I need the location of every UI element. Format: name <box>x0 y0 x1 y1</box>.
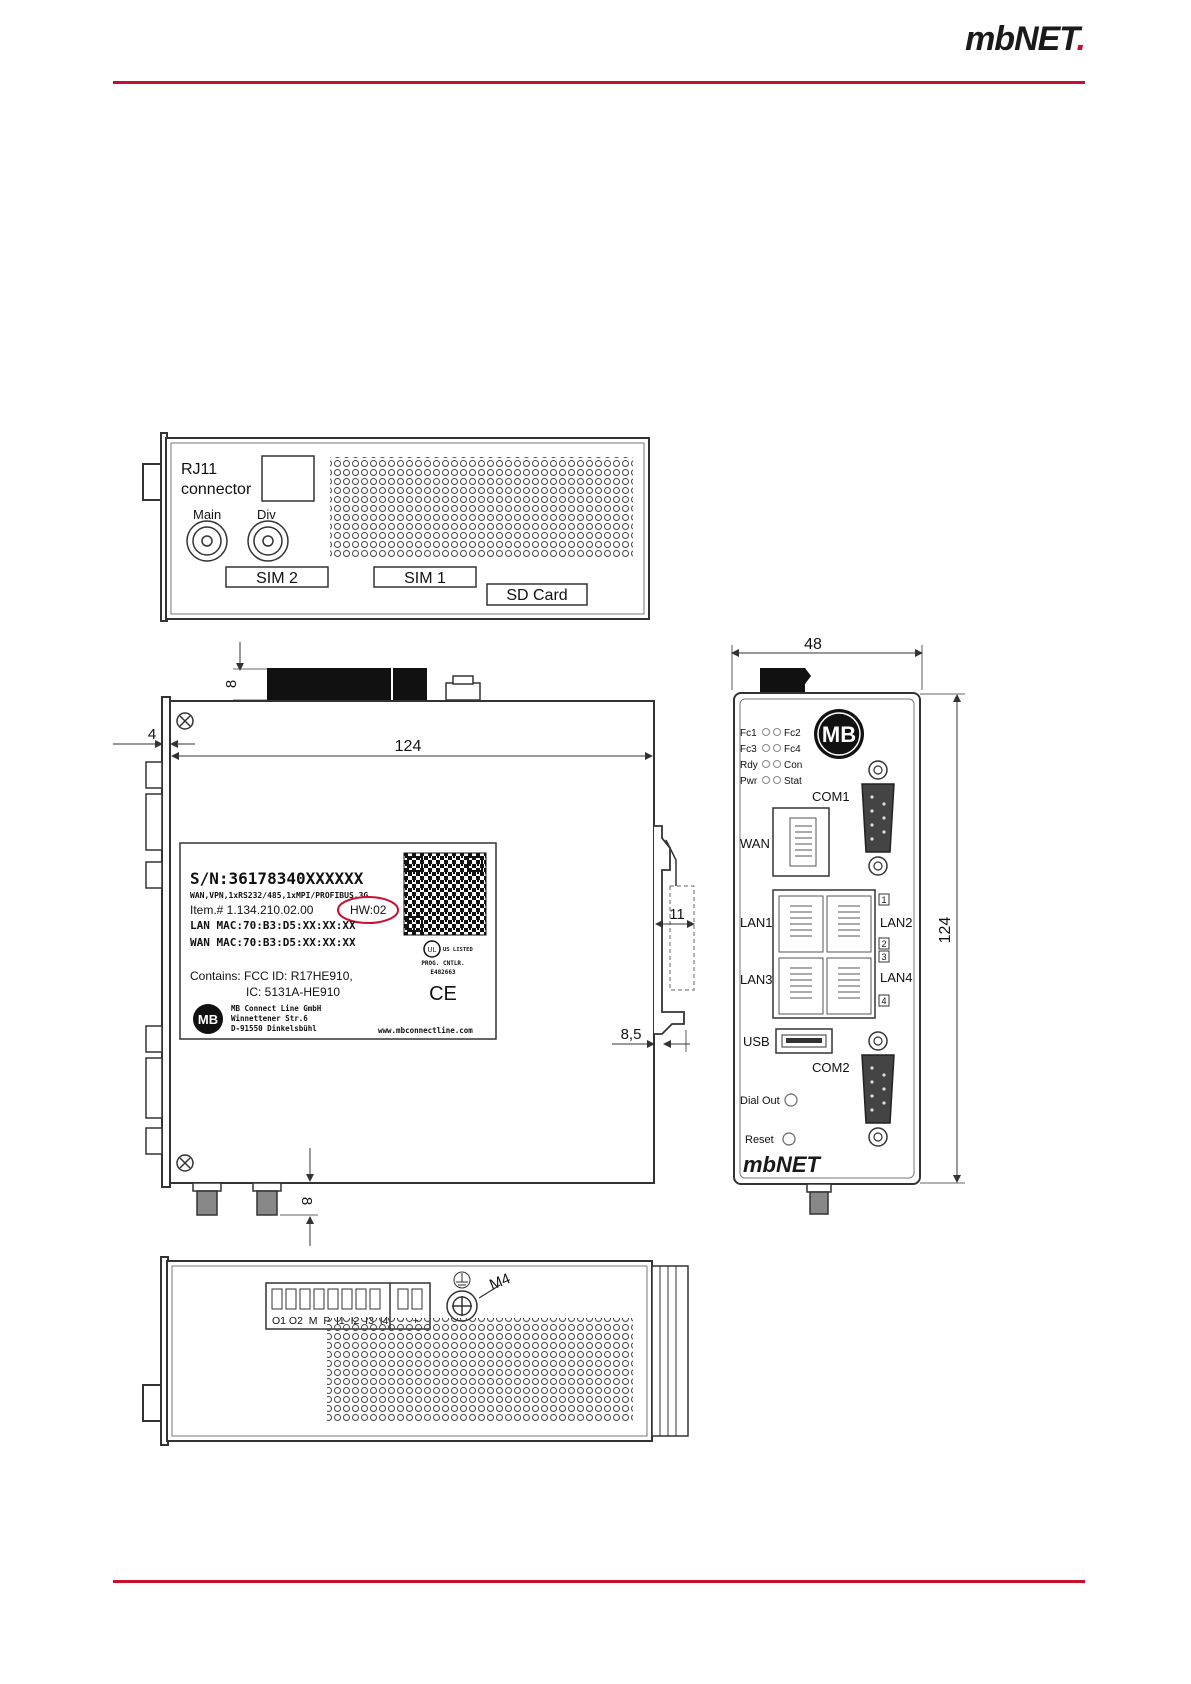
svg-text:UL: UL <box>428 947 437 954</box>
ul-number: E482663 <box>430 969 456 976</box>
dim-8-5: 8,5 <box>621 1026 642 1043</box>
reset-button <box>782 1132 796 1146</box>
sim1-slot <box>373 566 477 588</box>
usb-label: USB <box>743 1034 770 1049</box>
sim2-label: SIM 2 <box>256 570 298 587</box>
wan-label: WAN <box>740 836 770 851</box>
screw-icon <box>176 712 194 730</box>
company-name: MB Connect Line GmbH <box>231 1004 322 1013</box>
wan-mac: WAN MAC:70:B3:D5:XX:XX:XX <box>190 936 356 949</box>
qr-code <box>403 852 487 936</box>
antenna-main-connector <box>186 520 228 562</box>
m4-label: M4 <box>487 1270 513 1294</box>
antenna-connector-bottom <box>192 1182 222 1216</box>
port-number-3: 3 <box>881 952 886 962</box>
status-leds: Fc1 Fc2 Fc3 Fc4 Rdy Con Pwr Stat <box>740 728 802 787</box>
sd-card-label: SD Card <box>506 587 567 604</box>
company-street: Winnettener Str.6 <box>231 1014 308 1023</box>
ic-id: IC: 5131A-HE910 <box>246 985 340 999</box>
item-number: Item.# 1.134.210.02.00 <box>190 903 314 917</box>
top-view: RJ11 connector Main Div SIM 2 SIM 1 SD C… <box>142 432 650 622</box>
port-number-4: 4 <box>881 996 886 1006</box>
svg-text:MB: MB <box>198 1012 218 1027</box>
svg-text:Fc3: Fc3 <box>740 744 757 755</box>
com2-port <box>861 1031 895 1147</box>
screw-icon <box>176 1154 194 1172</box>
svg-text:Pwr: Pwr <box>740 776 758 787</box>
vent-holes <box>330 457 633 559</box>
fcc-id: Contains: FCC ID: R17HE910, <box>190 969 353 983</box>
lan1-label: LAN1 <box>740 915 773 930</box>
lan-ports <box>772 889 876 1019</box>
com1-label: COM1 <box>812 789 850 804</box>
svg-text:Con: Con <box>784 760 802 771</box>
svg-text:Fc4: Fc4 <box>784 744 801 755</box>
side-view: 8 4 124 11 <box>113 642 695 1246</box>
footer-rule <box>113 1580 1085 1583</box>
lan4-label: LAN4 <box>880 970 913 985</box>
company-url: www.mbconnectline.com <box>378 1026 473 1035</box>
dim-11: 11 <box>669 906 685 923</box>
company-city: D-91550 Dinkelsbühl <box>231 1024 317 1033</box>
port-number-1: 1 <box>881 895 886 905</box>
svg-text:Rdy: Rdy <box>740 760 758 771</box>
svg-text:Fc2: Fc2 <box>784 728 801 739</box>
hw-highlight-circle <box>337 896 399 924</box>
lan3-label: LAN3 <box>740 972 773 987</box>
dim-4: 4 <box>148 726 156 743</box>
vent-holes-bottom <box>327 1318 633 1422</box>
antenna-div-connector <box>247 520 289 562</box>
reset-label: Reset <box>745 1134 774 1146</box>
svg-text:Stat: Stat <box>784 776 802 787</box>
feature-list: WAN,VPN,1xRS232/485,1xMPI/PROFIBUS,3G <box>190 891 368 900</box>
front-brand: mbNET <box>743 1152 822 1177</box>
rj11-label: RJ11 <box>181 461 217 478</box>
rj11-port <box>261 455 315 502</box>
dial-out-button <box>784 1093 798 1107</box>
lan2-label: LAN2 <box>880 915 913 930</box>
antenna-connector-bottom <box>252 1182 282 1216</box>
ul-listed-icon <box>423 940 441 958</box>
header-rule <box>113 81 1085 84</box>
ce-mark: CE <box>429 983 457 1005</box>
hw-version: HW:02 <box>350 903 387 917</box>
dim-124-front: 124 <box>937 917 954 944</box>
type-plate-label: S/N:36178340XXXXXX WAN,VPN,1xRS232/485,1… <box>179 842 497 1040</box>
mb-logo-front <box>814 709 864 759</box>
din-rail-clip <box>654 825 685 1035</box>
serial-number: S/N:36178340XXXXXX <box>190 869 364 888</box>
sim2-slot <box>225 566 329 588</box>
ul-listed-text: US LISTED <box>443 947 473 953</box>
dim-8-top: 8 <box>223 680 240 688</box>
bottom-view: O1 O2 M P I1 I2 I3 I4 - + M4 <box>142 1256 689 1446</box>
sim1-label: SIM 1 <box>404 570 446 587</box>
usb-port <box>775 1028 833 1054</box>
wan-port <box>772 807 830 877</box>
dim-48: 48 <box>804 636 822 653</box>
svg-text:Fc1: Fc1 <box>740 728 757 739</box>
mb-logo <box>193 1004 223 1034</box>
front-view: 48 124 Fc1 Fc2 Fc3 Fc4 Rdy Con Pwr Stat <box>731 636 965 1215</box>
sd-card-slot <box>486 583 588 606</box>
antenna-connector-front <box>809 1191 829 1215</box>
antenna-div-label: Div <box>257 507 276 522</box>
port-number-2: 2 <box>881 939 886 949</box>
dial-out-label: Dial Out <box>740 1095 780 1107</box>
brand-logo: mbNET. <box>965 20 1086 58</box>
top-terminal-block <box>267 668 427 700</box>
rj11-label-2: connector <box>181 481 252 498</box>
prog-cntlr: PROG. CNTLR. <box>421 960 464 967</box>
com2-label: COM2 <box>812 1060 850 1075</box>
dim-8-bottom: 8 <box>298 1197 315 1205</box>
com1-port <box>861 760 895 876</box>
dim-124-side: 124 <box>395 738 422 755</box>
lan-mac: LAN MAC:70:B3:D5:XX:XX:XX <box>190 919 356 932</box>
svg-text:MB: MB <box>822 722 856 747</box>
antenna-main-label: Main <box>193 507 221 522</box>
